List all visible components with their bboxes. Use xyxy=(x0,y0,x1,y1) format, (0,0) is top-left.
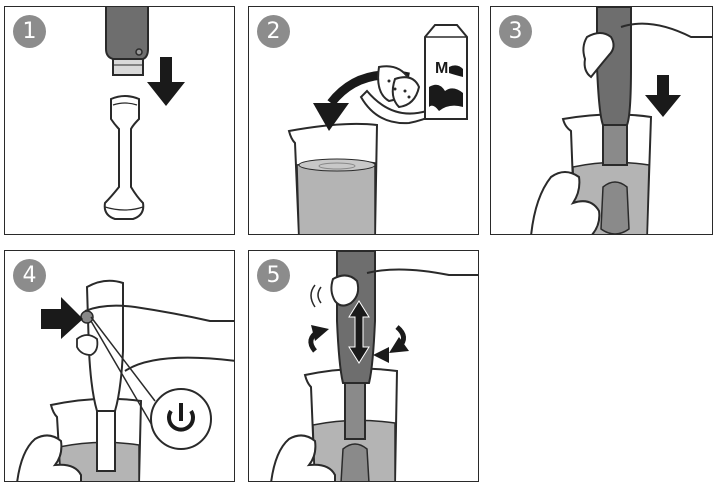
down-arrow-icon xyxy=(645,75,681,117)
step-3-panel: 3 xyxy=(490,6,713,235)
step-2-panel: 2 M xyxy=(248,6,479,235)
milk-carton-letter: M xyxy=(435,60,448,77)
step-1-panel: 1 xyxy=(4,6,235,235)
step-4-panel: 4 xyxy=(4,250,235,482)
blend-motion-illustration xyxy=(249,251,479,482)
step-5-panel: 5 xyxy=(248,250,479,482)
down-arrow-icon xyxy=(147,57,185,106)
right-arrow-icon xyxy=(41,297,83,339)
add-ingredients-illustration: M xyxy=(249,7,479,235)
attach-blender-shaft-illustration xyxy=(5,7,235,235)
switch-on-illustration xyxy=(5,251,235,482)
insert-blender-illustration xyxy=(491,7,713,235)
